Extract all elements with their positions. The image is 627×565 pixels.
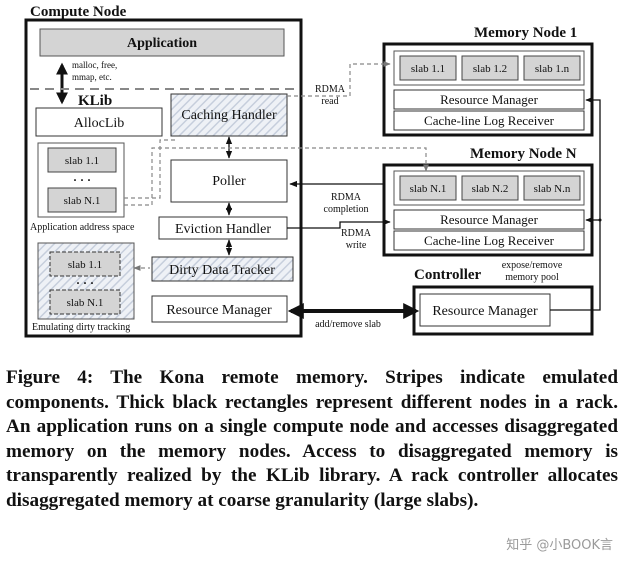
slab-mapping-dash — [124, 147, 429, 206]
rdma-completion-label-2: completion — [324, 204, 369, 215]
expose-line-1: expose/remove — [502, 260, 563, 271]
eviction-handler-label: Eviction Handler — [175, 222, 271, 237]
api-line-1: malloc, free, — [72, 60, 117, 70]
figure-caption: Figure 4: The Kona remote memory. Stripe… — [6, 367, 618, 511]
application-label: Application — [127, 36, 197, 51]
rdma-write-arrow — [287, 218, 391, 229]
caching-handler-box: Caching Handler — [170, 93, 288, 137]
mn1-log-receiver: Cache-line Log Receiver — [424, 113, 555, 128]
mnn-slab-2: slab N.2 — [472, 183, 509, 195]
memory-node-1: Memory Node 1 slab 1.1 slab 1.2 slab 1.n… — [382, 25, 594, 137]
eviction-handler-box: Eviction Handler — [158, 216, 288, 240]
memory-node-n: Memory Node N slab N.1 slab N.2 slab N.n… — [382, 146, 594, 257]
poller-box: Poller — [170, 159, 288, 203]
klib-label: KLib — [78, 93, 112, 109]
compute-resource-manager-label: Resource Manager — [166, 303, 272, 318]
compute-resource-manager-box: Resource Manager — [151, 295, 288, 323]
mnn-slab-n: slab N.n — [534, 183, 571, 195]
mnn-resource-manager: Resource Manager — [440, 212, 538, 227]
emulating-dirty-tracking: slab 1.1 · · · slab N.1 Emulating dirty … — [32, 242, 135, 333]
controller-resource-manager: Resource Manager — [432, 304, 538, 319]
application-address-space: slab 1.1 · · · slab N.1 Application addr… — [30, 142, 135, 233]
app-space-slab-1: slab 1.1 — [65, 155, 99, 167]
dirty-dots: · · · — [76, 276, 94, 290]
add-remove-slab-label: add/remove slab — [315, 319, 381, 330]
mnn-log-receiver: Cache-line Log Receiver — [424, 233, 555, 248]
dirty-slab-n: slab N.1 — [67, 297, 104, 309]
dirty-tracking-label: Emulating dirty tracking — [32, 322, 130, 333]
controller: Controller Resource Manager expose/remov… — [412, 260, 594, 336]
api-line-2: mmap, etc. — [72, 72, 112, 82]
dirty-data-tracker-label: Dirty Data Tracker — [169, 263, 275, 278]
app-space-label: Application address space — [30, 222, 135, 233]
rdma-read-label-2: read — [321, 96, 338, 107]
dirty-data-tracker-box: Dirty Data Tracker — [151, 256, 294, 282]
mn1-slab-n: slab 1.n — [535, 63, 570, 75]
app-space-to-caching-dash — [124, 139, 176, 199]
dirty-slab-1: slab 1.1 — [68, 259, 102, 271]
application-box: Application — [39, 28, 285, 57]
poller-label: Poller — [212, 174, 246, 189]
expose-line-2: memory pool — [505, 272, 559, 283]
compute-node-title: Compute Node — [30, 4, 127, 20]
rdma-completion-label-1: RDMA — [331, 192, 362, 203]
mnn-slab-1: slab N.1 — [410, 183, 447, 195]
mn1-slab-2: slab 1.2 — [473, 63, 507, 75]
app-space-dots: · · · — [73, 173, 91, 187]
caching-handler-label: Caching Handler — [181, 108, 277, 123]
rdma-write-label-2: write — [346, 240, 367, 251]
rdma-read-label-1: RDMA — [315, 84, 346, 95]
mn1-resource-manager: Resource Manager — [440, 92, 538, 107]
app-space-slab-n: slab N.1 — [64, 195, 101, 207]
controller-to-mn1-arrow — [550, 96, 601, 311]
alloclib-box: AllocLib — [35, 107, 163, 137]
controller-title: Controller — [414, 267, 482, 283]
compute-node: Compute Node Application malloc, free, m… — [24, 4, 303, 338]
watermark: 知乎 @小BOOK言 — [506, 538, 613, 553]
memory-node-n-title: Memory Node N — [470, 146, 577, 162]
alloclib-label: AllocLib — [74, 116, 125, 131]
rdma-write-label-1: RDMA — [341, 228, 372, 239]
mn1-slab-1: slab 1.1 — [411, 63, 445, 75]
rdma-read-arrow — [287, 61, 391, 97]
memory-node-1-title: Memory Node 1 — [474, 25, 577, 41]
